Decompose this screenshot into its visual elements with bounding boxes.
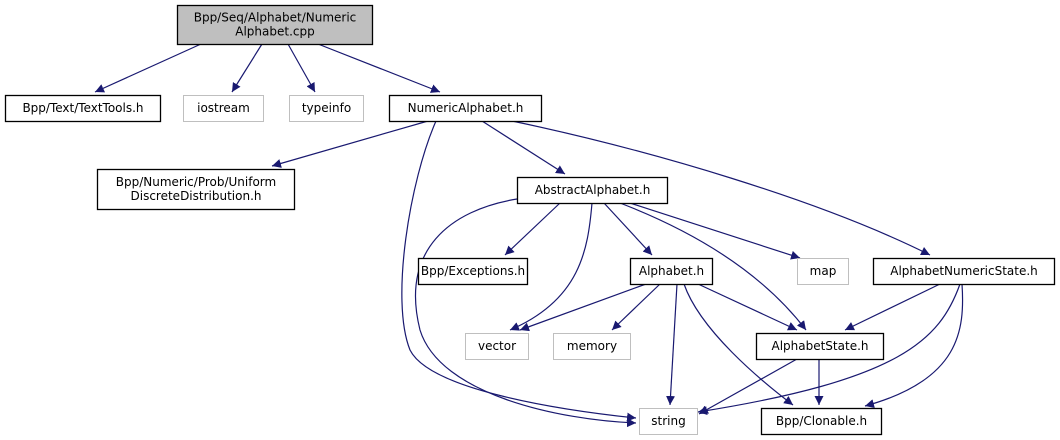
node-box [183, 95, 264, 122]
edge-alphabet-to-memory [611, 283, 661, 331]
node-label: Alphabet.h [639, 264, 704, 278]
node-label: Bpp/Clonable.h [776, 414, 867, 428]
edge-alphabetstate-to-string [698, 358, 798, 415]
node-label: AlphabetState.h [771, 339, 868, 353]
edge-abstractalphabet-to-exceptions [504, 202, 561, 256]
node-memory: memory [553, 333, 631, 360]
node-box [289, 95, 364, 122]
node-label: Alphabet.cpp [235, 25, 314, 39]
node-label: Bpp/Numeric/Prob/Uniform [116, 175, 276, 189]
edge-root-to-typeinfo [287, 43, 316, 93]
edges [94, 43, 964, 428]
node-label: DiscreteDistribution.h [131, 189, 262, 203]
node-alphabetstate[interactable]: AlphabetState.h [755, 332, 885, 361]
node-alphabetnumericstate[interactable]: AlphabetNumericState.h [872, 257, 1056, 286]
edge-numericalphabet-to-alphabetnumericstate [511, 120, 931, 256]
edge-alphabetnumericstate-to-alphabetstate [844, 283, 941, 331]
node-box [760, 407, 883, 436]
node-label: string [651, 414, 685, 428]
node-uniform[interactable]: Bpp/Numeric/Prob/UniformDiscreteDistribu… [96, 168, 296, 211]
node-label: Bpp/Exceptions.h [421, 264, 525, 278]
node-label: typeinfo [302, 101, 351, 115]
node-label: map [810, 264, 837, 278]
node-label: vector [478, 339, 516, 353]
node-box [553, 333, 631, 360]
node-root[interactable]: Bpp/Seq/Alphabet/NumericAlphabet.cpp [176, 4, 374, 46]
node-numericalphabet[interactable]: NumericAlphabet.h [388, 94, 543, 123]
node-texttools[interactable]: Bpp/Text/TextTools.h [4, 94, 162, 123]
edge-alphabet-to-clonable [683, 283, 794, 406]
edge-alphabet-to-string [666, 283, 678, 406]
edge-root-to-iostream [231, 43, 263, 93]
node-label: NumericAlphabet.h [408, 101, 524, 115]
edge-numericalphabet-to-string [401, 120, 637, 422]
node-box [4, 94, 162, 123]
edge-abstractalphabet-to-alphabet [603, 202, 653, 256]
edge-alphabet-to-alphabetstate [697, 283, 798, 331]
edge-alphabet-to-vector [519, 283, 647, 332]
node-box [872, 257, 1056, 286]
node-typeinfo: typeinfo [289, 95, 364, 122]
node-box [417, 257, 529, 286]
edge-alphabetnumericstate-to-clonable [864, 283, 964, 408]
node-box [465, 333, 529, 360]
edge-abstractalphabet-to-vector [509, 202, 593, 331]
node-label: memory [567, 339, 617, 353]
edge-numericalphabet-to-uniform [271, 120, 429, 168]
node-box [797, 258, 849, 285]
node-box [176, 4, 374, 46]
edge-abstractalphabet-to-map [629, 202, 801, 260]
node-box [388, 94, 543, 123]
nodes: Bpp/Seq/Alphabet/NumericAlphabet.cppBpp/… [4, 4, 1056, 436]
node-box [639, 408, 698, 435]
node-box [516, 176, 669, 205]
edge-abstractalphabet-to-string [415, 198, 637, 428]
node-map: map [797, 258, 849, 285]
edge-alphabetnumericstate-to-string [697, 283, 961, 416]
node-abstractalphabet[interactable]: AbstractAlphabet.h [516, 176, 669, 205]
node-label: AlphabetNumericState.h [890, 264, 1038, 278]
node-box [755, 332, 885, 361]
edge-numericalphabet-to-abstractalphabet [481, 120, 566, 175]
node-alphabet[interactable]: Alphabet.h [629, 257, 714, 286]
edge-root-to-texttools [94, 43, 202, 93]
node-iostream: iostream [183, 95, 264, 122]
edge-root-to-numericalphabet [317, 43, 441, 93]
node-string: string [639, 408, 698, 435]
node-vector: vector [465, 333, 529, 360]
node-clonable[interactable]: Bpp/Clonable.h [760, 407, 883, 436]
node-exceptions[interactable]: Bpp/Exceptions.h [417, 257, 529, 286]
node-box [629, 257, 714, 286]
edge-abstractalphabet-to-alphabetstate [619, 202, 807, 331]
node-label: Bpp/Seq/Alphabet/Numeric [194, 11, 357, 25]
node-label: Bpp/Text/TextTools.h [22, 101, 143, 115]
node-label: AbstractAlphabet.h [535, 183, 651, 197]
node-label: iostream [197, 101, 250, 115]
node-box [96, 168, 296, 211]
